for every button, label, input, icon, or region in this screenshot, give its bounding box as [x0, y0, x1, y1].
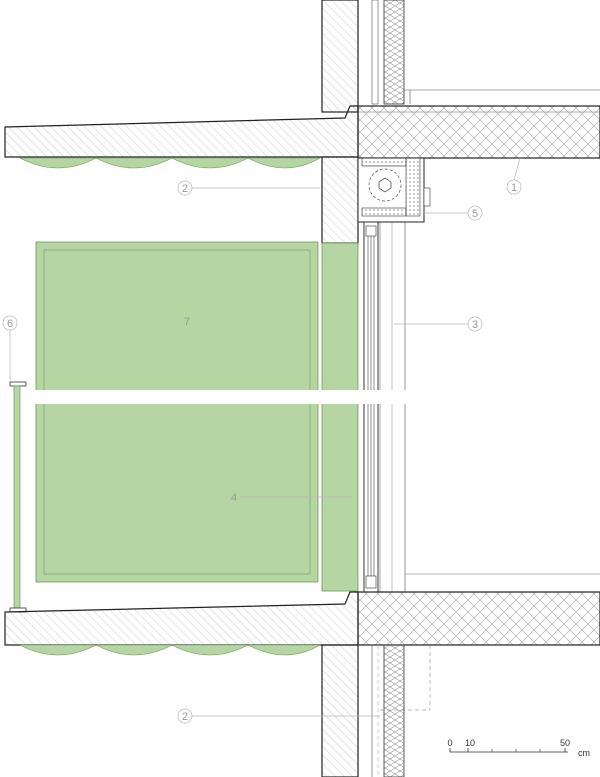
lower-ceiling-slab: [357, 591, 600, 646]
scale-tick-0: 0: [447, 738, 452, 748]
callout-7-label: 7: [184, 316, 190, 328]
callout-1: 1: [506, 179, 522, 195]
lower-wall: [321, 644, 431, 777]
callout-6-label: 6: [7, 318, 13, 330]
callout-2-lower: 2: [177, 708, 193, 724]
callout-4: 4: [231, 492, 237, 504]
break-band: [30, 390, 410, 404]
upper-soffit-green: [19, 157, 322, 169]
callout-6: 6: [2, 315, 18, 331]
scale-unit: cm: [578, 748, 590, 758]
blind-box: [357, 157, 431, 223]
callout-5: 5: [467, 205, 483, 221]
callout-5-label: 5: [472, 208, 478, 220]
scale-tick-10: 10: [465, 738, 475, 748]
callout-1-label: 1: [511, 182, 517, 194]
green-panel-main: [35, 241, 319, 583]
balustrade-post: [9, 381, 27, 613]
callout-2-lower-label: 2: [182, 711, 188, 723]
upper-balcony-slab: [4, 105, 359, 158]
wall-stub: [321, 156, 359, 244]
green-panel-strip: [321, 242, 359, 592]
upper-wall: [321, 0, 600, 113]
upper-ceiling-slab: [357, 105, 600, 159]
callout-leaders: [9, 157, 521, 717]
callout-3-label: 3: [472, 319, 478, 331]
callout-3: 3: [467, 316, 483, 332]
lower-soffit-green: [19, 644, 322, 656]
scale-tick-50: 50: [560, 738, 570, 748]
window-glazing: [363, 221, 600, 593]
callout-7: 7: [184, 316, 190, 328]
callout-4-label: 4: [231, 492, 237, 504]
lower-balcony-slab: [4, 591, 359, 646]
scale-bar: 0 10 50 cm: [447, 738, 590, 758]
callout-2-upper-label: 2: [182, 183, 188, 195]
callout-2-upper: 2: [177, 180, 193, 196]
